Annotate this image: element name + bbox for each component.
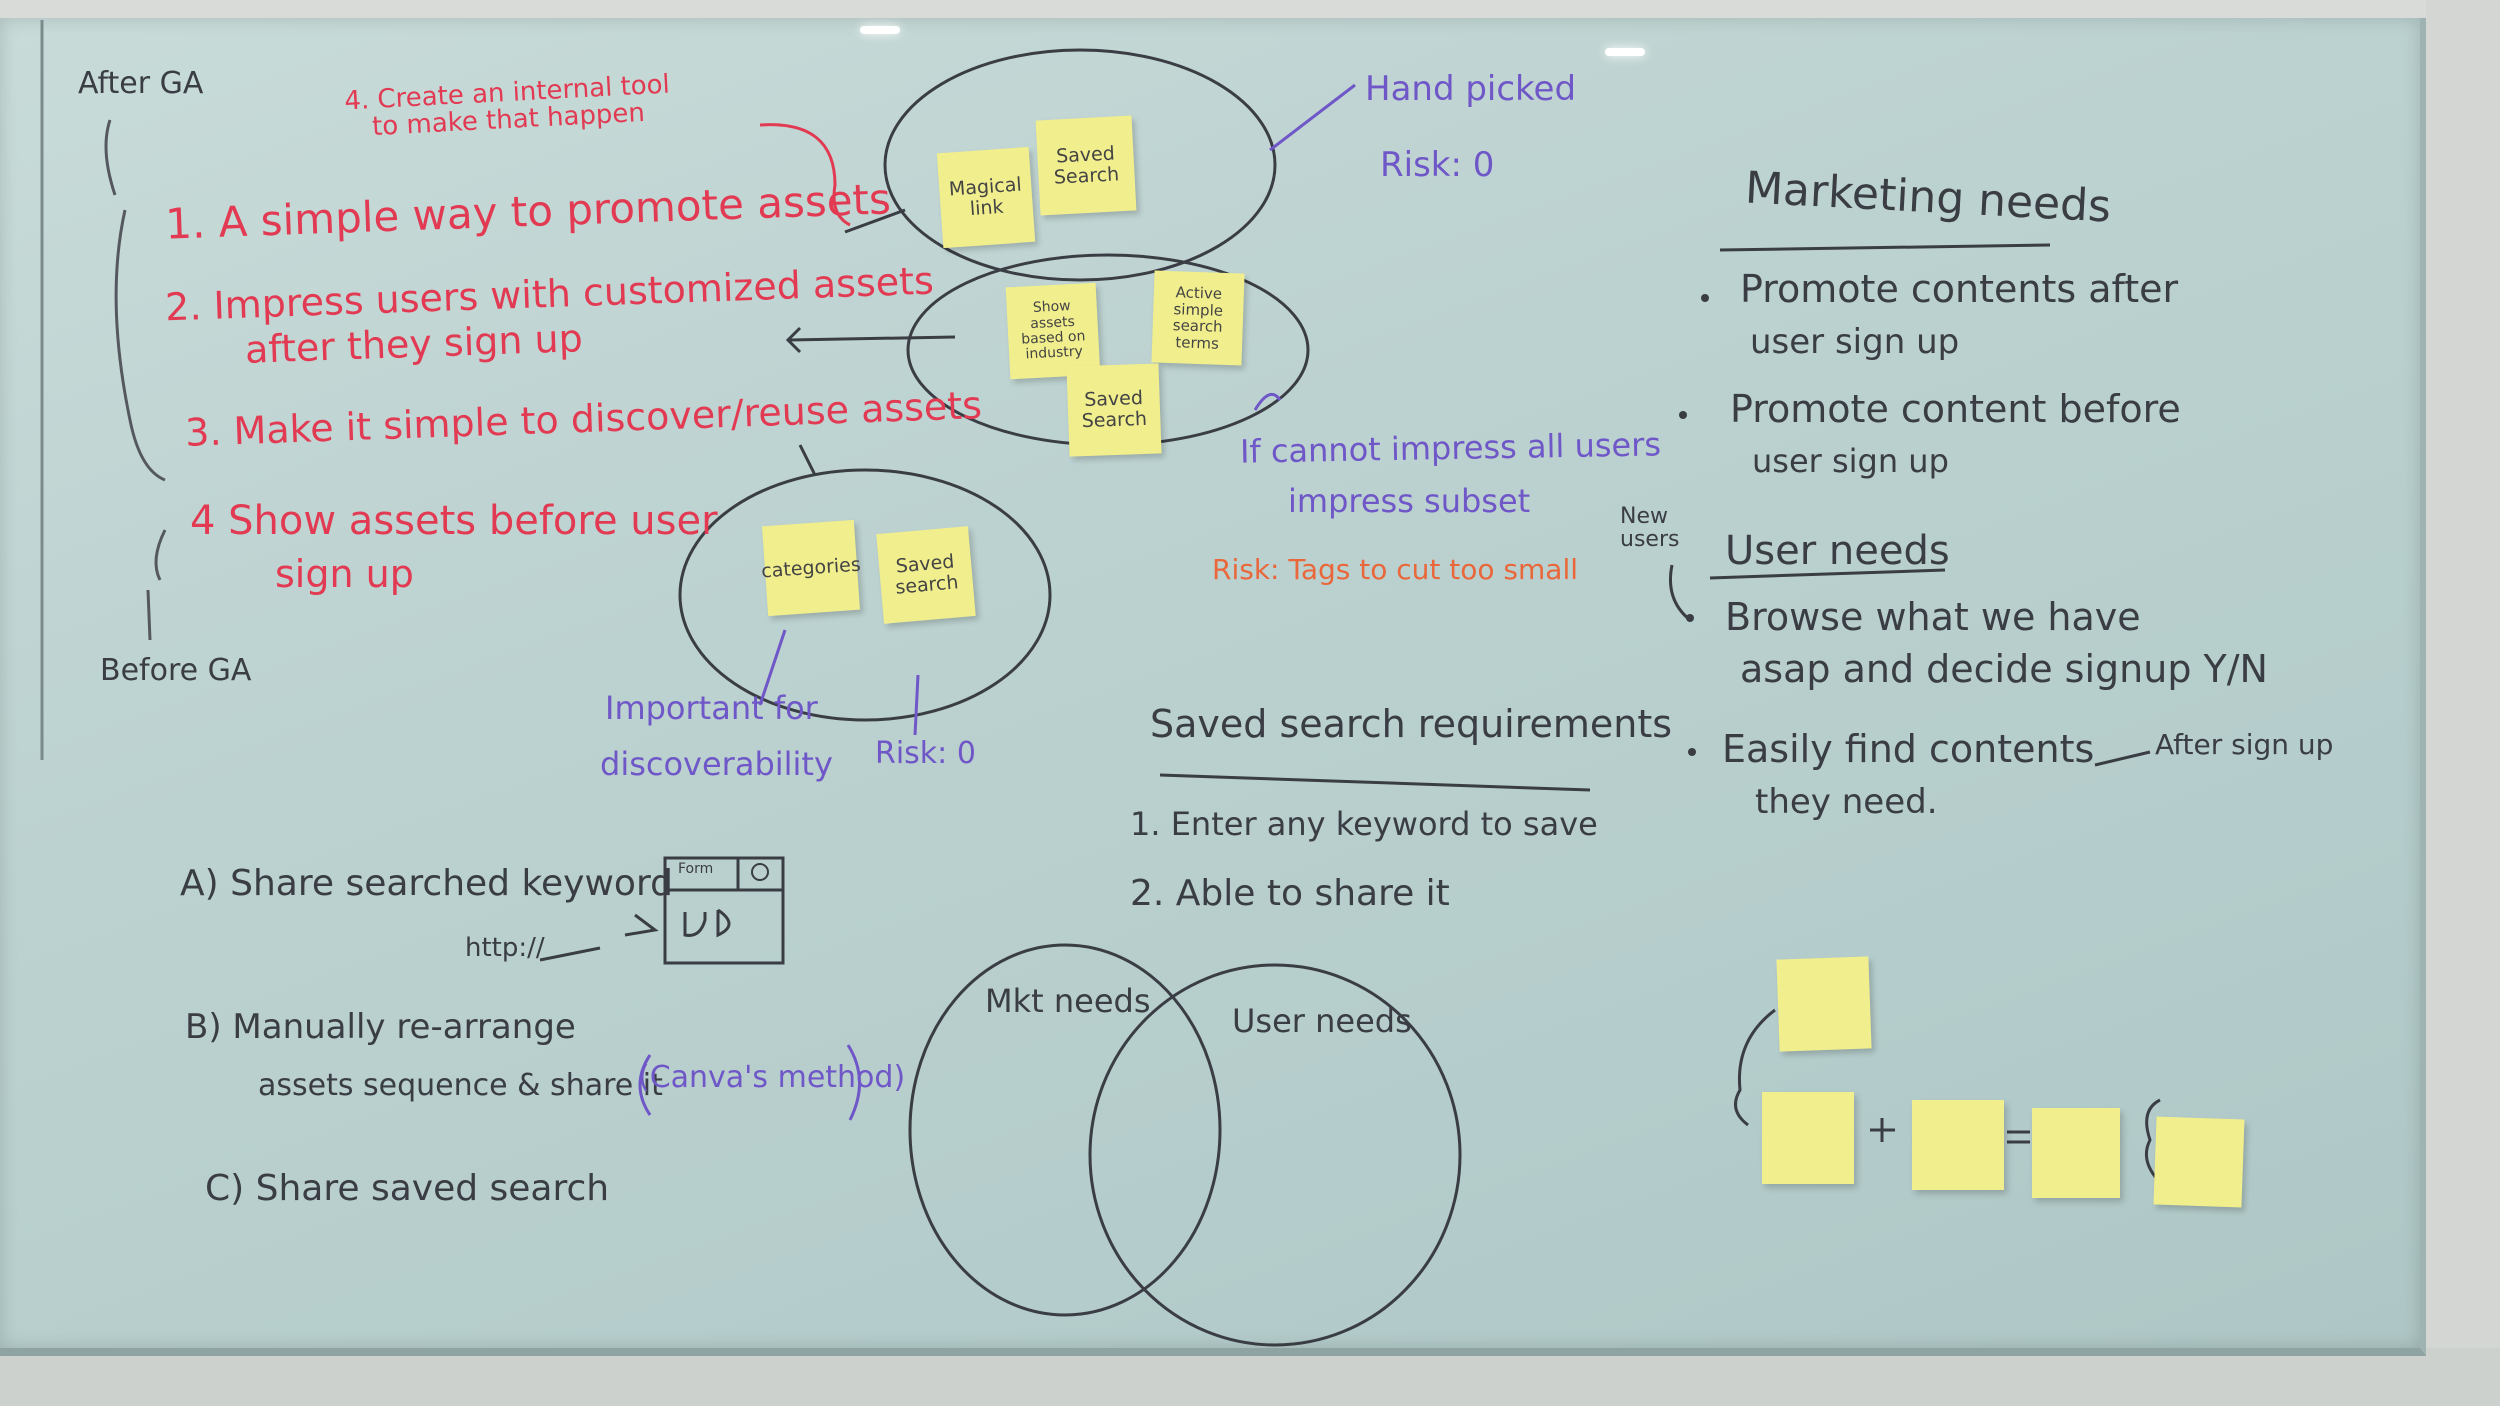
new-users-label: New users [1620, 504, 1680, 553]
underline [1159, 773, 1591, 792]
curved-arrow-icon [759, 123, 851, 227]
after-signup-label: After sign up [2155, 728, 2334, 761]
venn-label-mkt: Mkt needs [985, 982, 1151, 1020]
sticky-note: Show assets based on industry [1005, 282, 1101, 380]
equals-icon [2007, 1130, 2030, 1144]
underline [1709, 568, 1946, 580]
arrow-icon [2094, 750, 2151, 767]
saved-search-req-2: 2. Able to share it [1130, 873, 1450, 914]
underline [1719, 243, 2051, 252]
risk-label: Risk: 0 [1380, 145, 1495, 185]
arrow-icon [789, 335, 956, 342]
sticky-note-blank [1762, 1092, 1854, 1184]
venn-label-user: User needs [1232, 1002, 1412, 1040]
cluster-circle [883, 48, 1277, 282]
bullet-icon [1688, 748, 1696, 756]
goal-4-line2: sign up [275, 552, 414, 596]
sticky-note-blank [1776, 956, 1872, 1052]
saved-search-req-1: 1. Enter any keyword to save [1130, 805, 1598, 843]
sticky-note: Saved Search [1066, 363, 1162, 457]
arrow-icon [539, 946, 601, 962]
marketing-bullet-1-line2: user sign up [1750, 322, 1960, 362]
option-c: C) Share saved search [205, 1168, 610, 1209]
venn-circle-mkt [908, 943, 1222, 1317]
arrow-icon [1668, 564, 1691, 622]
bullet-icon [1701, 294, 1709, 302]
sticky-note: Magical link [936, 146, 1036, 249]
arrow-icon [758, 629, 787, 706]
user-bullet-1-line2: asap and decide signup Y/N [1740, 647, 2268, 691]
arrow-icon [1253, 392, 1282, 411]
risk-label: Risk: 0 [875, 736, 976, 771]
wall-bottom [0, 1348, 2500, 1406]
option-b-line2: assets sequence & share it [258, 1068, 663, 1103]
bullet-icon [1686, 614, 1694, 622]
marketing-bullet-1-line1: Promote contents after [1740, 267, 2179, 311]
user-bullet-1-line1: Browse what we have [1725, 595, 2141, 639]
before-ga-label: Before GA [100, 653, 252, 688]
user-bullet-2-line2: they need. [1755, 782, 1938, 822]
search-icon [751, 863, 769, 881]
ceiling-light-reflection [1605, 48, 1645, 56]
arrow-icon [913, 674, 920, 736]
marketing-bullet-2-line2: user sign up [1752, 442, 1949, 480]
browser-sketch [663, 856, 785, 965]
ceiling-light-reflection [860, 26, 900, 34]
option-a-url: http:// [465, 933, 545, 963]
goal-4-line1: 4 Show assets before user [190, 498, 718, 544]
saved-search-title: Saved search requirements [1150, 702, 1673, 746]
arrow-icon [844, 208, 906, 234]
sticky-note: Saved search [876, 526, 976, 624]
bracket-line [114, 209, 166, 482]
option-a: A) Share searched keyword [180, 863, 673, 904]
after-ga-label: After GA [78, 66, 204, 101]
wall-right [2426, 0, 2500, 1406]
arrow-icon [146, 589, 152, 641]
marketing-bullet-2-line1: Promote content before [1730, 387, 2181, 431]
sticky-note-blank [1912, 1100, 2004, 1190]
sketch-tab-label: Form [678, 861, 714, 877]
user-needs-title: User needs [1725, 528, 1950, 574]
sticky-note: Active simple search terms [1151, 270, 1245, 366]
impress-note-line2: impress subset [1288, 482, 1531, 520]
risk-label: Risk: Tags to cut too small [1212, 553, 1579, 586]
cluster-circle [678, 468, 1052, 722]
arrow-icon [624, 913, 659, 937]
bracket-line [154, 529, 167, 581]
option-b-line1: B) Manually re-arrange [185, 1007, 576, 1047]
arrow-icon [798, 444, 817, 476]
option-b-note: (Canva's method) [638, 1060, 906, 1095]
bullet-icon [1679, 411, 1687, 419]
important-note-line1: Important for [605, 689, 818, 727]
impress-note-line1: If cannot impress all users [1239, 425, 1662, 471]
venn-circle-user [1088, 963, 1462, 1347]
arrow-icon [104, 119, 117, 196]
sticky-note: Saved Search [1035, 115, 1137, 216]
arrow-icon [1269, 83, 1356, 152]
sticky-note: categories [761, 519, 861, 617]
plus-icon [1870, 1118, 1895, 1142]
user-bullet-2-line1: Easily find contents [1722, 727, 2095, 771]
important-note-line2: discoverability [600, 745, 833, 783]
hand-picked-label: Hand picked [1365, 69, 1577, 109]
sticky-note-blank [2153, 1116, 2245, 1208]
sticky-note-blank [2032, 1108, 2120, 1198]
